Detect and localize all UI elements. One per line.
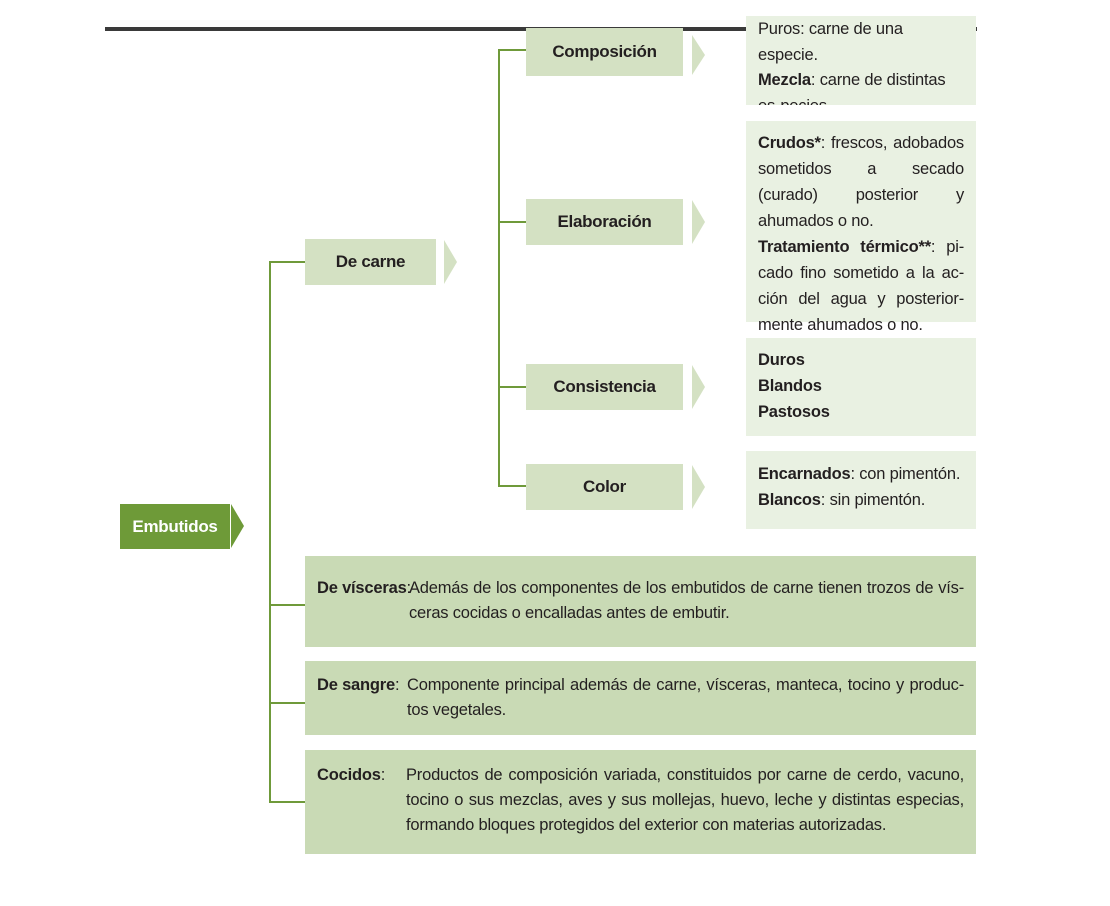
connector-to-composicion (498, 49, 526, 51)
panel-label-text: Cocidos (317, 766, 381, 784)
node-color-label: Color (583, 477, 626, 496)
info-text: Puros: carne de una especie. (758, 20, 903, 64)
info-term: Crudos* (758, 134, 821, 152)
connector-meat-trunk (498, 49, 500, 487)
node-elaboracion-label: Elaboración (557, 212, 652, 231)
connector-to-visceras (269, 604, 305, 606)
panel-cocidos: Cocidos: Productos de composición variad… (305, 750, 976, 854)
node-embutidos: Embutidos (120, 504, 230, 549)
connector-to-color (498, 485, 526, 487)
info-color: Encarnados: con pimentón. Blancos: sin p… (746, 451, 976, 529)
info-elaboracion: Crudos*: frescos, adobados sometidos a s… (746, 121, 976, 334)
node-de-carne-label: De carne (335, 252, 406, 271)
node-color-arrow (692, 465, 705, 509)
info-consistencia-item: Blandos (758, 373, 964, 399)
info-text: : frescos, adobados sometidos a secado (… (758, 134, 964, 230)
panel-de-visceras-label: De vísceras: (317, 576, 411, 601)
node-de-carne: De carne (305, 239, 436, 285)
info-text: : sin pimentón. (820, 491, 926, 509)
node-embutidos-label: Embutidos (132, 516, 218, 536)
info-elaboracion-item: Tratamiento térmico**: pi-cado fino some… (758, 234, 964, 338)
connector-to-meat (269, 261, 305, 263)
info-term: Tratamiento térmico** (758, 238, 931, 256)
panel-de-visceras: De vísceras: Además de los componentes d… (305, 556, 976, 647)
panel-de-sangre-text: Componente principal además de carne, ví… (407, 676, 964, 719)
panel-sep: : (406, 579, 412, 597)
node-de-carne-arrow (444, 240, 457, 284)
info-term: Pastosos (758, 403, 830, 421)
info-text: : pi-cado fino sometido a la ac-ción del… (758, 238, 964, 334)
info-term: Mezcla (758, 71, 811, 89)
node-composicion-arrow (692, 35, 705, 75)
info-text: : con pimentón. (850, 465, 961, 483)
panel-cocidos-label: Cocidos: (317, 763, 385, 788)
info-term: Blancos (758, 491, 821, 509)
info-consistencia: Duros Blandos Pastosos (746, 338, 976, 436)
info-composicion: Puros: carne de una especie. Mezcla: car… (746, 16, 976, 105)
connector-to-cocidos (269, 801, 305, 803)
node-composicion-label: Composición (552, 42, 657, 61)
info-color-item: Encarnados: con pimentón. (758, 461, 964, 487)
node-consistencia: Consistencia (526, 364, 683, 410)
panel-sep: : (380, 766, 386, 784)
connector-trunk (269, 261, 271, 802)
info-composicion-item: Puros: carne de una especie. (758, 16, 964, 68)
panel-de-sangre: De sangre: Componente principal además d… (305, 661, 976, 735)
connector-to-sangre (269, 702, 305, 704)
info-text: : carne de distintas es-pecies. (758, 71, 946, 105)
info-composicion-item: Mezcla: carne de distintas es-pecies. (758, 67, 964, 105)
info-color-item: Blancos: sin pimentón. (758, 487, 964, 513)
node-composicion: Composición (526, 28, 683, 76)
connector-to-elaboracion (498, 221, 526, 223)
panel-de-visceras-text: Además de los componentes de los embutid… (409, 579, 964, 622)
panel-sep: : (395, 676, 400, 694)
info-term: Duros (758, 351, 805, 369)
node-consistencia-arrow (692, 365, 705, 409)
node-color: Color (526, 464, 683, 510)
info-elaboracion-item: Crudos*: frescos, adobados sometidos a s… (758, 130, 964, 234)
panel-label-text: De vísceras (317, 579, 407, 597)
node-elaboracion: Elaboración (526, 199, 683, 245)
info-consistencia-item: Pastosos (758, 399, 964, 425)
panel-label-text: De sangre (317, 676, 395, 694)
node-elaboracion-arrow (692, 200, 705, 244)
node-embutidos-arrow (231, 504, 244, 548)
info-consistencia-item: Duros (758, 347, 964, 373)
node-consistencia-label: Consistencia (553, 377, 656, 396)
info-term: Encarnados (758, 465, 851, 483)
connector-to-consistencia (498, 386, 526, 388)
panel-cocidos-text: Productos de composición variada, consti… (406, 766, 964, 834)
info-term: Blandos (758, 377, 822, 395)
panel-de-sangre-label: De sangre: (317, 673, 400, 698)
